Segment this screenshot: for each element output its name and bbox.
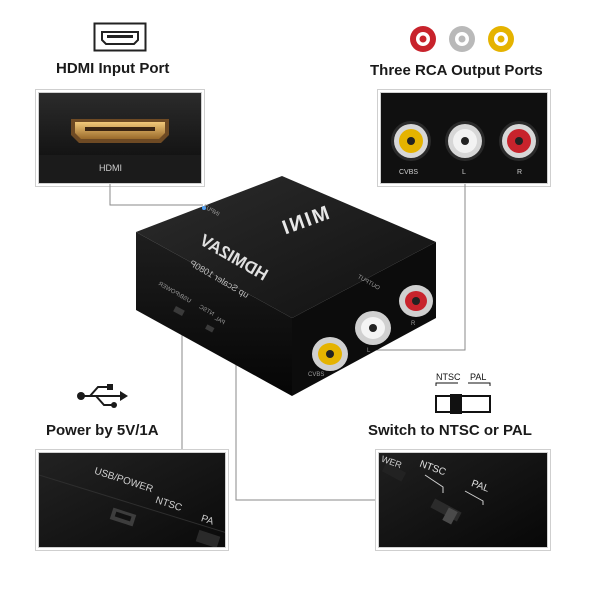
device-rca-label-l: L	[367, 348, 371, 354]
hdmi-port-label: HDMI	[99, 163, 122, 173]
rca-ports-closeup: CVBS L R	[380, 92, 548, 184]
hdmi-port-icon	[93, 22, 147, 52]
usb-icon	[76, 382, 128, 410]
hdmi-input-port-caption: HDMI Input Port	[56, 60, 170, 77]
hdmi2av-converter-device: MINI HDMI2AV up Scaler 1080P INPUT OUTPU…	[130, 168, 450, 400]
switch-icon-pal-label: PAL	[470, 372, 487, 382]
rca-label-l: L	[462, 169, 466, 176]
device-rca-label-cvbs: CVBS	[308, 372, 325, 378]
device-rca-label-r: R	[411, 321, 416, 327]
rca-color-icons	[408, 24, 524, 54]
ntsc-pal-switch-closeup: WER NTSC PAL	[378, 452, 548, 548]
rca-label-r: R	[517, 169, 523, 176]
power-caption: Power by 5V/1A	[46, 422, 159, 439]
switch-caption: Switch to NTSC or PAL	[368, 422, 532, 439]
rca-label-cvbs: CVBS	[399, 169, 419, 176]
switch-icon: NTSC PAL	[430, 372, 496, 416]
rca-output-ports-caption: Three RCA Output Ports	[370, 62, 543, 79]
switch-icon-ntsc-label: NTSC	[436, 372, 461, 382]
hdmi-port-closeup: HDMI	[38, 92, 202, 184]
usb-power-closeup: USB/POWER NTSC PA	[38, 452, 226, 548]
